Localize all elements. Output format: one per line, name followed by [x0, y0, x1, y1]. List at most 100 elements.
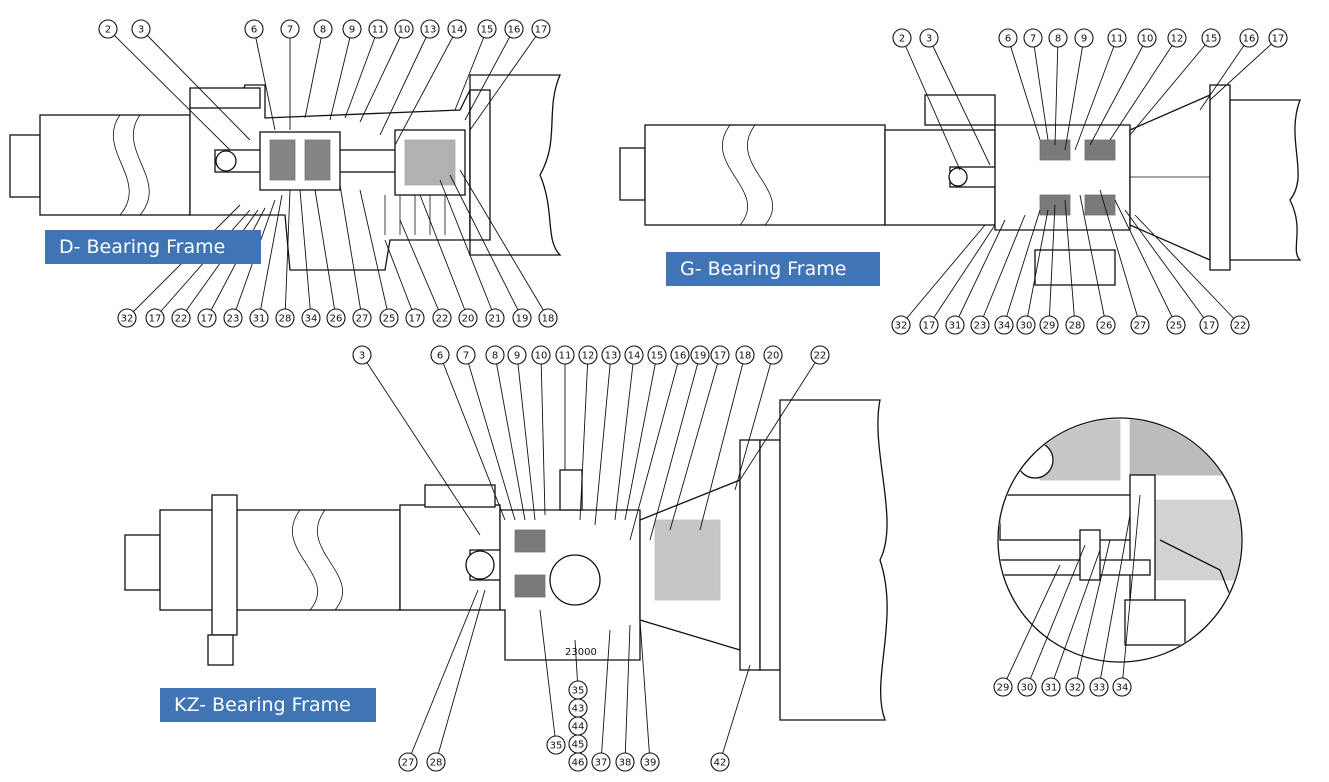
- svg-text:8: 8: [320, 25, 326, 36]
- detail-callout-1: 30: [1017, 677, 1037, 697]
- kz-bottom-row-callout-2: 39: [640, 752, 660, 772]
- g-top-callout-10: 16: [1239, 28, 1259, 48]
- kz-bottom-row-callout-0: 37: [591, 752, 611, 772]
- svg-text:10: 10: [535, 351, 548, 362]
- g-bottom-callout-8: 26: [1096, 315, 1116, 335]
- kz-top-callout-1: 6: [430, 345, 450, 365]
- svg-text:12: 12: [582, 351, 595, 362]
- d-bottom-callout-14-leader: [439, 179, 496, 319]
- svg-text:27: 27: [356, 314, 369, 325]
- svg-text:9: 9: [349, 25, 355, 36]
- g-bottom-callout-5-leader: [1025, 209, 1049, 326]
- g-bottom-callout-2: 31: [945, 315, 965, 335]
- svg-text:17: 17: [409, 314, 422, 325]
- g-bottom-callout-6: 29: [1039, 315, 1059, 335]
- svg-text:6: 6: [1005, 34, 1011, 45]
- svg-text:38: 38: [619, 758, 632, 769]
- svg-text:28: 28: [1069, 321, 1082, 332]
- d-top-callout-11: 16: [504, 19, 524, 39]
- g-top-callout-6: 11: [1107, 28, 1127, 48]
- g-bottom-callout-7-leader: [1064, 199, 1076, 326]
- d-bottom-callout-0: 32: [117, 308, 137, 328]
- kz-frame-drawing: 23000: [124, 399, 888, 721]
- kz-top-callout-15: 20: [763, 345, 783, 365]
- svg-text:42: 42: [714, 758, 727, 769]
- d-top-callout-2: 6: [244, 19, 264, 39]
- g-bottom-callout-7: 28: [1065, 315, 1085, 335]
- svg-text:34: 34: [1116, 683, 1129, 694]
- kz-top-callout-14: 18: [735, 345, 755, 365]
- detail-callout-5-leader: [1121, 494, 1141, 688]
- d-bottom-callout-5: 31: [249, 308, 269, 328]
- svg-text:13: 13: [424, 25, 437, 36]
- svg-text:7: 7: [1030, 34, 1036, 45]
- kz-side-callout-leader: [539, 609, 557, 746]
- svg-text:30: 30: [1021, 683, 1034, 694]
- svg-text:3: 3: [138, 25, 144, 36]
- g-top-callout-7-leader: [1089, 37, 1148, 146]
- kz-top-callout-11-leader: [629, 354, 681, 541]
- g-bottom-callout-4-leader: [1003, 209, 1041, 326]
- kz-stack-callout-4: 46: [568, 752, 588, 772]
- d-top-callout-10: 15: [477, 19, 497, 39]
- detail-callout-3-leader: [1074, 539, 1111, 688]
- svg-text:17: 17: [535, 25, 548, 36]
- svg-text:25: 25: [383, 314, 396, 325]
- svg-text:44: 44: [572, 722, 585, 733]
- kz-top-callout-2-leader: [465, 354, 516, 521]
- g-bottom-callout-12: 22: [1230, 315, 1250, 335]
- svg-text:6: 6: [437, 351, 443, 362]
- d-bottom-callout-13: 20: [458, 308, 478, 328]
- kz-stamp: 23000: [565, 647, 597, 658]
- d-top-callout-7-leader: [359, 28, 405, 123]
- d-bottom-callout-15-leader: [449, 174, 523, 319]
- svg-text:22: 22: [436, 314, 449, 325]
- kz-stack-callout-1: 43: [568, 698, 588, 718]
- detail-callout-2-leader: [1050, 549, 1101, 688]
- g-bottom-callout-2-leader: [954, 219, 1006, 326]
- svg-text:29: 29: [997, 683, 1010, 694]
- d-top-callout-6: 11: [368, 19, 388, 39]
- g-top-callout-5-leader: [1064, 37, 1085, 151]
- svg-text:8: 8: [492, 351, 498, 362]
- g-bottom-callout-12-leader: [1134, 214, 1241, 326]
- d-bottom-callout-3: 17: [197, 308, 217, 328]
- svg-text:13: 13: [605, 351, 618, 362]
- g-bottom-callout-11-leader: [1124, 209, 1210, 326]
- svg-text:28: 28: [430, 758, 443, 769]
- g-bottom-callout-0: 32: [891, 315, 911, 335]
- svg-text:29: 29: [1043, 321, 1056, 332]
- d-bottom-callout-4: 23: [223, 308, 243, 328]
- detail-callout-2: 31: [1041, 677, 1061, 697]
- svg-text:31: 31: [949, 321, 962, 332]
- kz-top-callout-12: 19: [690, 345, 710, 365]
- kz-top-callout-3: 8: [485, 345, 505, 365]
- svg-text:3: 3: [926, 34, 932, 45]
- svg-text:9: 9: [514, 351, 520, 362]
- kz-bottom-callout-0: 27: [398, 752, 418, 772]
- svg-text:31: 31: [1045, 683, 1058, 694]
- kz-bottom-row-callout-3-leader: [719, 664, 751, 763]
- d-frame-label: D- Bearing Frame: [45, 230, 261, 264]
- kz-top-callout-14-leader: [699, 354, 746, 531]
- d-bottom-callout-6-leader: [284, 189, 291, 319]
- kz-top-callout-7: 12: [578, 345, 598, 365]
- kz-top-callout-4: 9: [507, 345, 527, 365]
- svg-text:11: 11: [372, 25, 385, 36]
- svg-text:2: 2: [105, 25, 111, 36]
- svg-text:27: 27: [1134, 321, 1147, 332]
- kz-top-callout-4-leader: [516, 354, 536, 521]
- svg-text:15: 15: [651, 351, 664, 362]
- d-bottom-callout-15: 19: [512, 308, 532, 328]
- d-top-callout-10-leader: [454, 28, 488, 111]
- svg-text:33: 33: [1093, 683, 1106, 694]
- g-bottom-callout-4: 34: [994, 315, 1014, 335]
- svg-text:22: 22: [1234, 321, 1247, 332]
- d-bottom-callout-5-leader: [258, 194, 283, 319]
- svg-text:39: 39: [644, 758, 657, 769]
- detail-callout-0-leader: [1002, 564, 1061, 688]
- d-top-callout-3: 7: [280, 19, 300, 39]
- d-top-callout-6-leader: [344, 28, 379, 119]
- kz-top-callout-0: 3: [352, 345, 372, 365]
